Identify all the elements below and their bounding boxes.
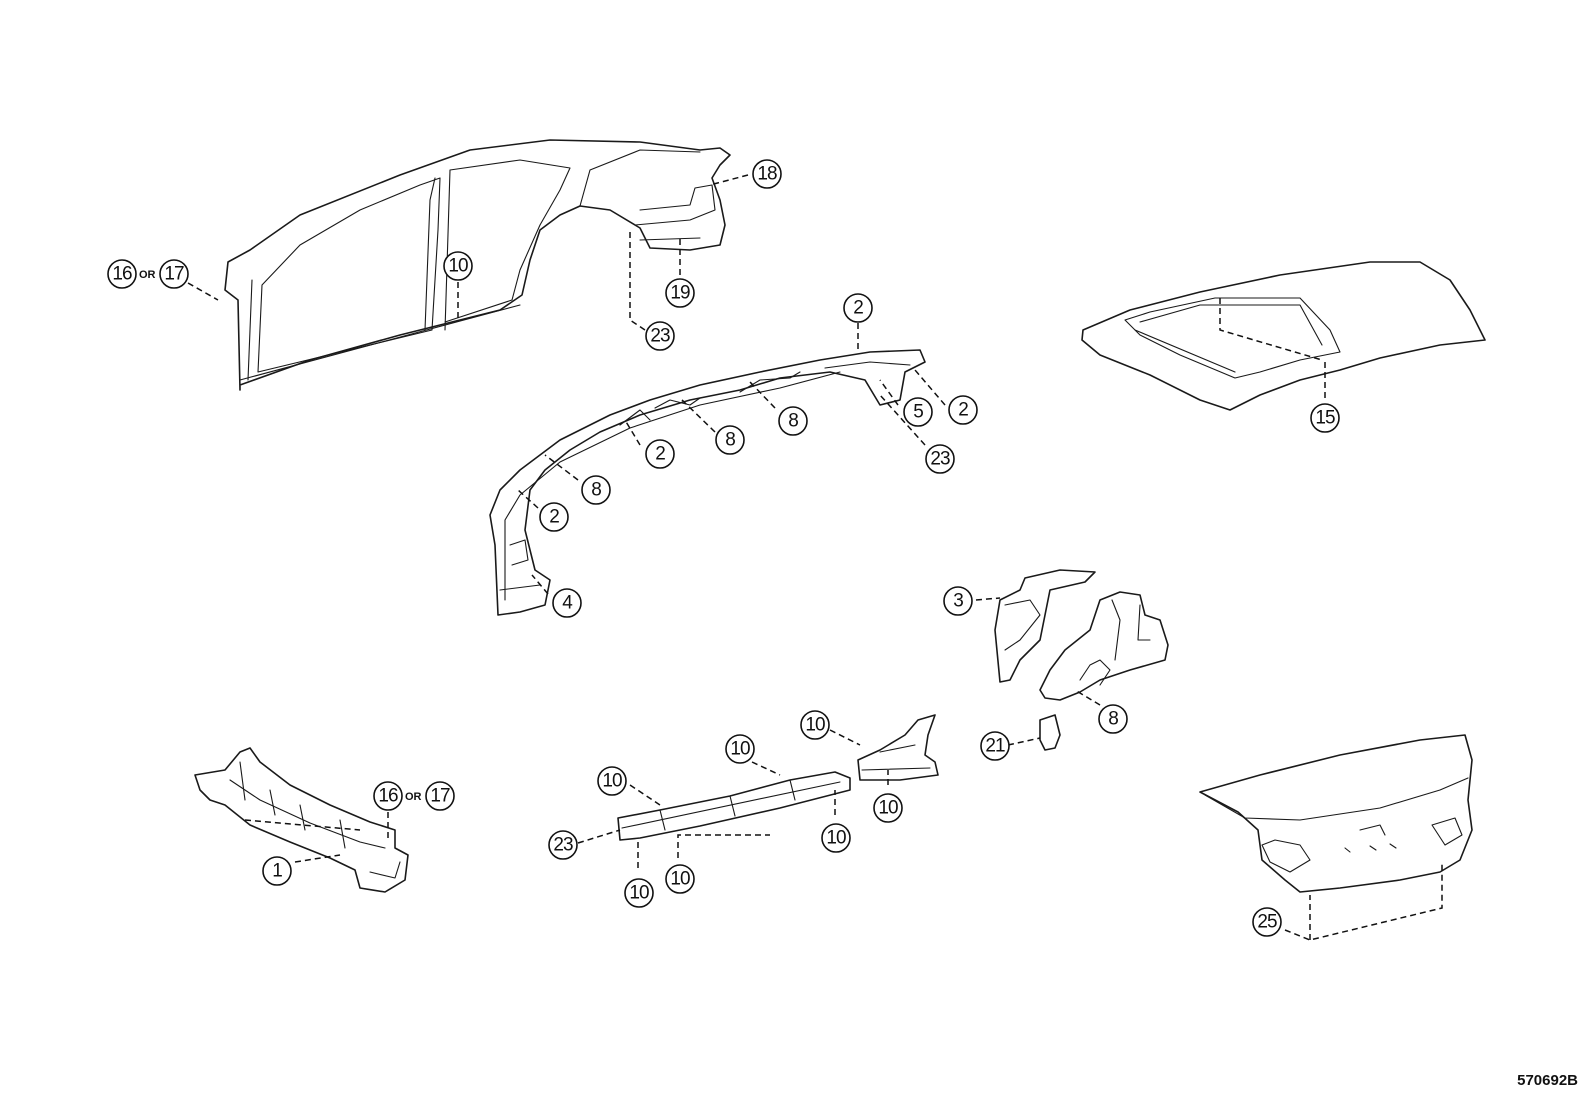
side-body-outer-panel (224, 139, 731, 391)
callout-8-b: 8 (715, 425, 745, 455)
svg-text:8: 8 (1108, 709, 1118, 730)
leader-lines (187, 174, 1443, 941)
svg-text:10: 10 (730, 739, 750, 760)
roof-panel (1081, 261, 1486, 411)
svg-text:2: 2 (853, 298, 863, 319)
svg-text:21: 21 (985, 736, 1005, 757)
svg-text:3: 3 (953, 591, 963, 612)
svg-text:15: 15 (1315, 408, 1335, 429)
floor-side-members (617, 714, 939, 841)
callout-2-top: 2 (843, 293, 873, 323)
svg-text:2: 2 (655, 444, 665, 465)
callout-16-or-17-upper: 16 OR 17 (107, 259, 189, 289)
callout-10-g: 10 (665, 864, 695, 894)
svg-text:10: 10 (629, 883, 649, 904)
svg-text:10: 10 (826, 828, 846, 849)
callout-8-d: 8 (1098, 704, 1128, 734)
callout-10-upper: 10 (443, 251, 473, 281)
callout-25: 25 (1252, 907, 1282, 937)
svg-text:4: 4 (562, 593, 573, 614)
svg-text:19: 19 (670, 283, 690, 304)
svg-text:5: 5 (913, 402, 923, 423)
roof-side-inner-rail (489, 349, 926, 616)
svg-text:2: 2 (958, 400, 968, 421)
svg-text:23: 23 (650, 326, 670, 347)
callout-2-right: 2 (948, 395, 978, 425)
svg-text:17: 17 (164, 264, 184, 285)
callout-10-e: 10 (873, 793, 903, 823)
callout-3: 3 (943, 586, 973, 616)
svg-text:10: 10 (670, 869, 690, 890)
callout-8-c: 8 (581, 475, 611, 505)
svg-text:OR: OR (139, 269, 156, 281)
svg-text:10: 10 (448, 256, 468, 277)
callout-2-mid: 2 (645, 439, 675, 469)
callout-21: 21 (980, 731, 1010, 761)
svg-text:1: 1 (272, 861, 282, 882)
callout-2-left: 2 (539, 502, 569, 532)
callout-10-c: 10 (725, 734, 755, 764)
svg-text:25: 25 (1257, 912, 1277, 933)
callout-1: 1 (262, 856, 292, 886)
callout-10-d: 10 (597, 766, 627, 796)
svg-text:8: 8 (591, 480, 601, 501)
callout-23-lower: 23 (548, 830, 578, 860)
callout-15: 15 (1310, 403, 1340, 433)
svg-text:18: 18 (757, 164, 777, 185)
svg-text:8: 8 (725, 430, 735, 451)
svg-text:10: 10 (602, 771, 622, 792)
diagram-reference-number: 570692B (1517, 1072, 1578, 1089)
svg-text:16: 16 (378, 786, 398, 807)
svg-text:23: 23 (553, 835, 573, 856)
svg-text:8: 8 (788, 411, 798, 432)
callout-5: 5 (903, 397, 933, 427)
callout-23-upper: 23 (645, 321, 675, 351)
svg-text:17: 17 (430, 786, 450, 807)
svg-text:10: 10 (878, 798, 898, 819)
svg-text:10: 10 (805, 715, 825, 736)
callout-23-mid: 23 (925, 444, 955, 474)
svg-text:2: 2 (549, 507, 559, 528)
cowl-dash-panel (194, 747, 409, 893)
rear-wheel-house-panels (994, 569, 1169, 751)
luggage-compartment-door (1199, 734, 1473, 893)
callout-10-h: 10 (624, 878, 654, 908)
callout-10-b: 10 (800, 710, 830, 740)
svg-text:23: 23 (930, 449, 950, 470)
callout-8-a: 8 (778, 406, 808, 436)
callout-4: 4 (552, 588, 582, 618)
callout-16-or-17-lower: 16 OR 17 (373, 781, 455, 811)
callout-19: 19 (665, 278, 695, 308)
callout-10-f: 10 (821, 823, 851, 853)
callout-18: 18 (752, 159, 782, 189)
svg-text:OR: OR (405, 791, 422, 803)
svg-text:16: 16 (112, 264, 132, 285)
